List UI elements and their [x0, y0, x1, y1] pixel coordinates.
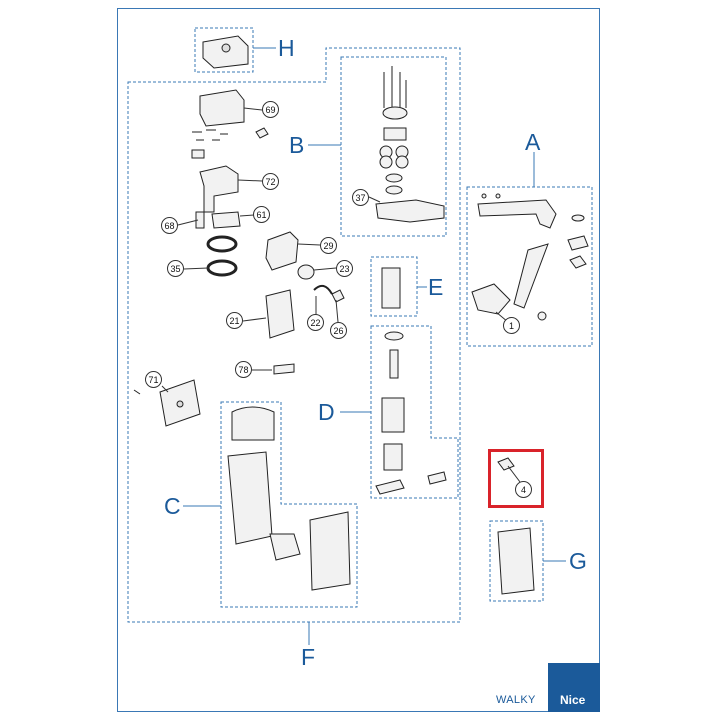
- group-f-outline: [127, 47, 461, 623]
- part-callout-72: 72: [262, 173, 279, 190]
- model-name: WALKY: [496, 694, 536, 706]
- group-label-g: G: [569, 548, 587, 574]
- part-callout-22: 22: [307, 314, 324, 331]
- part-callout-68: 68: [161, 217, 178, 234]
- group-label-c: C: [164, 493, 181, 519]
- group-b-outline: [340, 56, 447, 237]
- group-c-outline: [220, 401, 358, 608]
- diagram-frame: [117, 8, 600, 712]
- part-callout-23: 23: [336, 260, 353, 277]
- part-callout-21: 21: [226, 312, 243, 329]
- part-callout-4: 4: [515, 481, 532, 498]
- part-callout-69: 69: [262, 101, 279, 118]
- brand-name: Nice: [560, 693, 586, 707]
- group-label-a: A: [525, 129, 541, 155]
- part-callout-61: 61: [253, 206, 270, 223]
- part-callout-78: 78: [235, 361, 252, 378]
- part-callout-71: 71: [145, 371, 162, 388]
- part-callout-37: 37: [352, 189, 369, 206]
- group-a-outline: [466, 186, 593, 347]
- group-d-outline: [370, 325, 459, 499]
- brand-logo: [548, 663, 600, 712]
- group-label-f: F: [301, 644, 316, 670]
- group-label-h: H: [278, 35, 295, 61]
- group-label-e: E: [428, 274, 444, 300]
- part-callout-26: 26: [330, 322, 347, 339]
- group-label-d: D: [318, 399, 335, 425]
- group-h-outline: [194, 27, 254, 73]
- part-callout-35: 35: [167, 260, 184, 277]
- highlighted-part-box: [488, 449, 544, 508]
- part-callout-1: 1: [503, 317, 520, 334]
- part-callout-29: 29: [320, 237, 337, 254]
- group-label-b: B: [289, 132, 305, 158]
